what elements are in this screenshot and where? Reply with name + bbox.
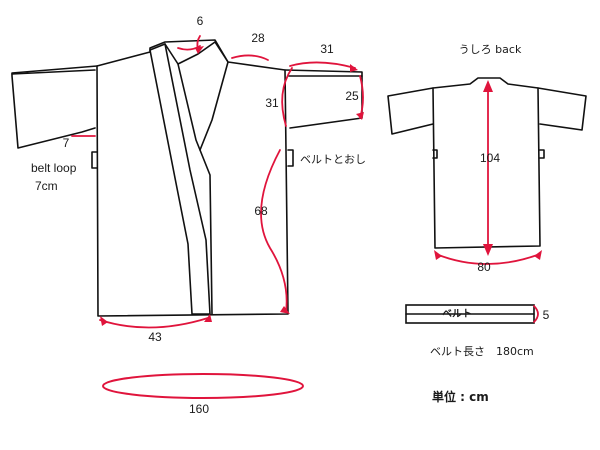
belt-loop-right xyxy=(287,149,294,167)
front-collar xyxy=(149,43,211,315)
belt-loop-label: belt loop xyxy=(31,161,77,175)
front-dimension-marks xyxy=(71,35,364,329)
back-left-sleeve xyxy=(387,87,434,135)
hem-circumference-ellipse xyxy=(102,373,304,399)
neckline xyxy=(164,41,216,65)
dim-hem-half: 43 xyxy=(148,330,162,344)
dim-hem-circumference: 160 xyxy=(189,402,209,416)
collar-inner-edge xyxy=(177,63,213,315)
front-view: 6 28 31 31 25 7 belt loop 7cm ベルトとおし 68 … xyxy=(11,14,366,416)
belt-loop-size: 7cm xyxy=(35,179,58,193)
back-right-sleeve xyxy=(537,87,587,131)
dim-side-length: 68 xyxy=(254,204,268,218)
back-dimension-marks xyxy=(434,80,542,265)
back-title: うしろ back xyxy=(459,43,522,56)
back-belt-loop-left xyxy=(432,149,438,159)
back-body-outline xyxy=(432,77,541,249)
back-view: うしろ back 104 80 xyxy=(387,43,587,274)
belt-slit-label: ベルトとおし xyxy=(300,153,366,166)
dim-armhole: 31 xyxy=(265,96,279,110)
dim-collar-width: 6 xyxy=(197,14,204,28)
belt-label: ベルト xyxy=(442,308,472,320)
dim-cuff: 25 xyxy=(345,89,359,103)
collar-right-edge xyxy=(199,41,229,151)
belt-diagram: ベルト 5 ベルト長さ 180cm xyxy=(405,304,550,358)
dim-back-hem: 80 xyxy=(477,260,491,274)
belt-length-text: ベルト長さ 180cm xyxy=(430,345,534,358)
dim-sleeve-length: 31 xyxy=(320,42,334,56)
back-belt-loop-right xyxy=(539,149,545,159)
dim-back-length: 104 xyxy=(480,151,500,165)
dim-belt-width: 5 xyxy=(543,308,550,322)
left-sleeve-seam xyxy=(11,69,96,75)
dim-belt-loop-position: 7 xyxy=(63,136,70,150)
front-left-sleeve xyxy=(11,65,98,149)
belt-loop-left xyxy=(91,151,98,169)
dim-shoulder: 28 xyxy=(251,31,265,45)
unit-text: 単位 : cm xyxy=(432,389,489,404)
